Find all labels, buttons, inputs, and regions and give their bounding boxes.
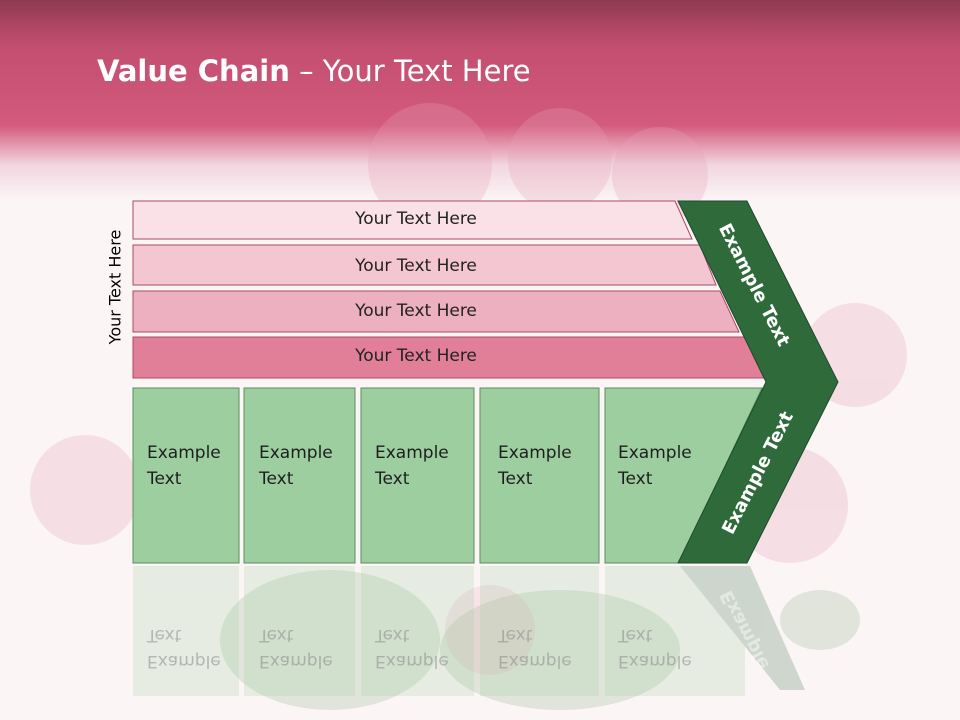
reflection-label-3: Example Text: [375, 625, 449, 671]
box-label-3: Example Text: [375, 443, 449, 489]
bar-label-1: Your Text Here: [355, 209, 477, 229]
primary-box-2: [243, 387, 356, 564]
support-bar-3: [132, 290, 740, 333]
reflection-label-4: Example Text: [498, 625, 572, 671]
primary-box-3: [360, 387, 475, 564]
support-bar-2: [132, 244, 717, 286]
header-band: [0, 0, 960, 200]
bar-label-3: Your Text Here: [355, 301, 477, 321]
chevron-arrow: [677, 200, 839, 564]
box-label-4: Example Text: [498, 443, 572, 489]
support-bar-1: [132, 200, 693, 240]
reflection-label-5: Example Text: [618, 625, 692, 671]
reflection-label-1: Example Text: [147, 625, 221, 671]
box-label-5: Example Text: [618, 443, 692, 489]
primary-box-1: [132, 387, 240, 564]
bar-label-4: Your Text Here: [355, 346, 477, 366]
bar-label-2: Your Text Here: [355, 256, 477, 276]
box-label-1: Example Text: [147, 443, 221, 489]
box-label-2: Example Text: [259, 443, 333, 489]
primary-box-4: [479, 387, 600, 564]
boxes-reflection: [133, 566, 805, 696]
page-title: Value Chain – Your Text Here: [97, 54, 531, 88]
reflection-label-2: Example Text: [259, 625, 333, 671]
